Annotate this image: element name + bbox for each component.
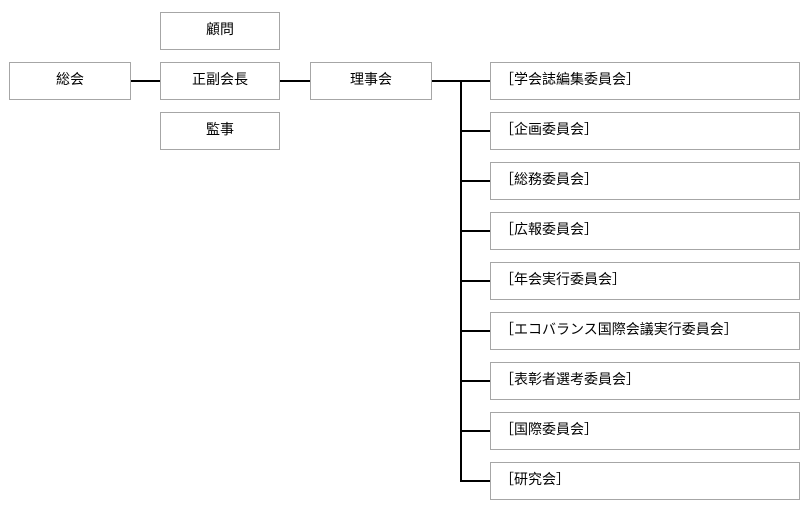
connector-board-to-trunk: [432, 80, 462, 82]
connector-branch-6: [460, 330, 490, 332]
node-committee-international[interactable]: ［国際委員会］: [490, 412, 800, 450]
node-president-vice-president[interactable]: 正副会長: [160, 62, 280, 100]
node-committee-journal-editing[interactable]: ［学会誌編集委員会］: [490, 62, 800, 100]
node-board-of-directors[interactable]: 理事会: [310, 62, 432, 100]
node-committee-annual-meeting[interactable]: ［年会実行委員会］: [490, 262, 800, 300]
node-auditor[interactable]: 監事: [160, 112, 280, 150]
node-committee-research-group[interactable]: ［研究会］: [490, 462, 800, 500]
node-committee-planning[interactable]: ［企画委員会］: [490, 112, 800, 150]
connector-president-to-board: [280, 80, 310, 82]
connector-branch-2: [460, 130, 490, 132]
connector-branch-1: [460, 80, 490, 82]
connector-branch-4: [460, 230, 490, 232]
node-committee-public-relations[interactable]: ［広報委員会］: [490, 212, 800, 250]
node-committee-general-affairs[interactable]: ［総務委員会］: [490, 162, 800, 200]
connector-branch-7: [460, 380, 490, 382]
connector-branch-5: [460, 280, 490, 282]
node-general-assembly[interactable]: 総会: [9, 62, 131, 100]
node-advisor[interactable]: 顧問: [160, 12, 280, 50]
connector-branch-3: [460, 180, 490, 182]
node-committee-award-selection[interactable]: ［表彰者選考委員会］: [490, 362, 800, 400]
connector-assembly-to-president: [131, 80, 160, 82]
node-committee-ecobalance-conference[interactable]: ［エコバランス国際会議実行委員会］: [490, 312, 800, 350]
connector-branch-9: [460, 480, 490, 482]
connector-branch-8: [460, 430, 490, 432]
